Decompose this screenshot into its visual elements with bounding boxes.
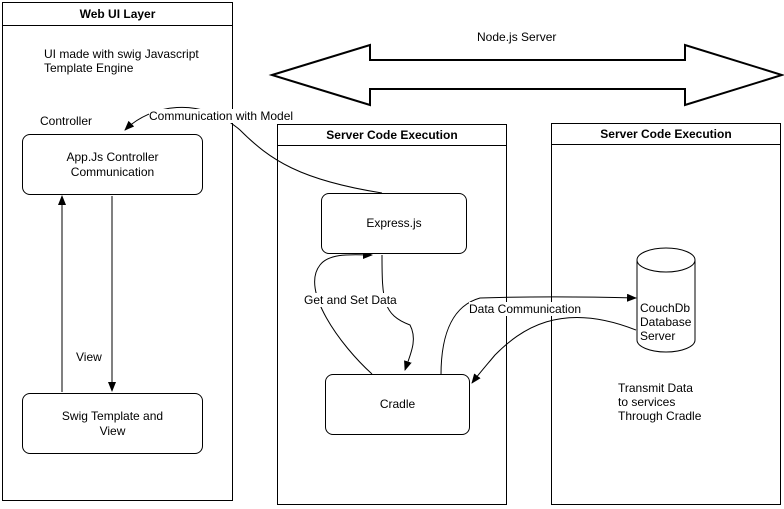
get-and-set-data-label: Get and Set Data bbox=[304, 293, 397, 307]
ui-description-label: UI made with swig Javascript Template En… bbox=[44, 47, 199, 75]
server-code-execution-panel-2: Server Code Execution bbox=[551, 123, 781, 505]
cradle-to-couchdb-arrow bbox=[440, 293, 637, 376]
express-to-cradle-arrow bbox=[381, 254, 414, 371]
data-communication-label: Data Communication bbox=[469, 302, 582, 316]
appjs-controller-node: App.Js Controller Communication bbox=[22, 134, 203, 195]
node-server-label: Node.js Server bbox=[477, 30, 557, 44]
transmit-data-label: Transmit Data to services Through Cradle bbox=[618, 381, 702, 423]
couchdb-to-cradle-arrow bbox=[471, 316, 637, 384]
server-code-execution-title-1: Server Code Execution bbox=[278, 125, 506, 146]
couchdb-cylinder-icon bbox=[636, 247, 696, 353]
view-label: View bbox=[76, 350, 102, 364]
swig-template-node: Swig Template and View bbox=[22, 393, 203, 454]
web-ui-layer-title: Web UI Layer bbox=[3, 3, 232, 26]
couchdb-label: CouchDb Database Server bbox=[640, 301, 692, 343]
controller-label: Controller bbox=[40, 114, 93, 128]
cradle-to-express-arrow bbox=[314, 250, 373, 375]
cradle-node: Cradle bbox=[325, 374, 470, 435]
expressjs-node: Express.js bbox=[321, 193, 467, 254]
communication-with-model-label: Communication with Model bbox=[149, 109, 294, 123]
server-code-execution-title-2: Server Code Execution bbox=[552, 124, 780, 145]
node-server-double-arrow bbox=[268, 43, 784, 107]
